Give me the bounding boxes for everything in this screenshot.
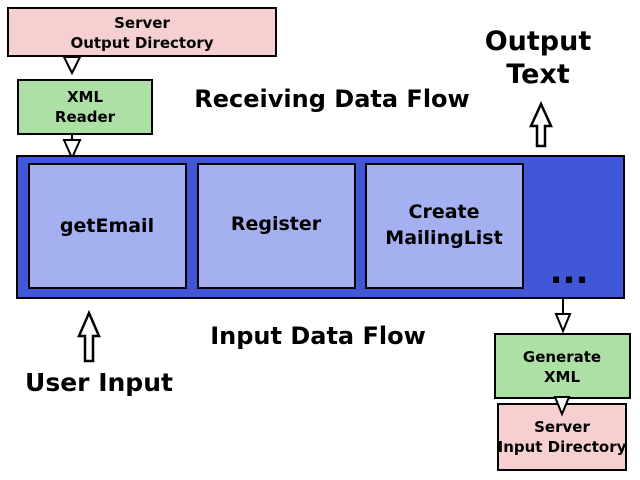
user-input-label: User Input bbox=[25, 368, 173, 397]
xml-reader-label-line2: Reader bbox=[55, 108, 116, 126]
server-output-directory-node: Server Output Directory bbox=[7, 7, 277, 57]
function-getemail: getEmail bbox=[28, 163, 187, 289]
generate-xml-label-line1: Generate bbox=[523, 348, 601, 366]
function-register-box bbox=[197, 163, 356, 289]
more-functions-ellipsis: ... bbox=[550, 252, 589, 292]
arrow-xml-reader-to-getemail bbox=[62, 134, 82, 161]
arrow-generate-xml-to-server-input bbox=[553, 396, 571, 417]
function-register: Register bbox=[197, 163, 356, 289]
server-input-label-line1: Server bbox=[534, 418, 590, 436]
xml-reader-node: XML Reader bbox=[17, 79, 153, 135]
function-create-label-line1: Create bbox=[409, 201, 480, 223]
xml-reader-label-line1: XML bbox=[67, 88, 103, 106]
function-getemail-label: getEmail bbox=[60, 215, 154, 237]
generate-xml-box bbox=[494, 333, 631, 399]
arrow-container-to-generate-xml bbox=[554, 298, 572, 334]
function-create-mailinglist-box bbox=[365, 163, 524, 289]
function-create-mailinglist: Create MailingList bbox=[365, 163, 524, 289]
output-up-arrow bbox=[529, 100, 553, 148]
xml-reader-box bbox=[17, 79, 153, 135]
output-text-label-line1: Output bbox=[485, 26, 592, 57]
function-register-label: Register bbox=[231, 213, 322, 235]
server-output-label-line1: Server bbox=[114, 14, 170, 32]
generate-xml-label-line2: XML bbox=[544, 368, 580, 386]
function-create-label-line2: MailingList bbox=[385, 227, 502, 249]
server-input-label-line2: Input Directory bbox=[498, 438, 627, 456]
generate-xml-node: Generate XML bbox=[494, 333, 631, 399]
server-output-label-line2: Output Directory bbox=[70, 34, 213, 52]
receiving-data-flow-label: Receiving Data Flow bbox=[194, 85, 469, 113]
input-data-flow-label: Input Data Flow bbox=[210, 322, 426, 350]
server-output-directory-box bbox=[7, 7, 277, 57]
output-text-label-line2: Text bbox=[506, 59, 570, 90]
user-input-up-arrow bbox=[77, 309, 101, 363]
function-getemail-box bbox=[28, 163, 187, 289]
arrow-server-output-to-xml-reader bbox=[62, 56, 82, 76]
